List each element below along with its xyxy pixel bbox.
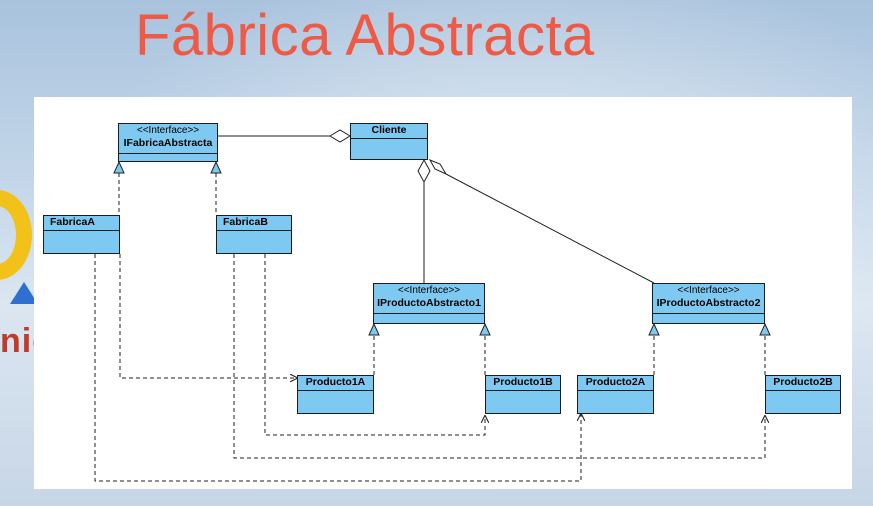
class-name: Cliente xyxy=(371,124,407,136)
class-producto2A[interactable]: Producto2A xyxy=(577,375,654,414)
class-name: Producto2A xyxy=(585,376,646,388)
aggregation-cliente-iproducto1 xyxy=(417,158,431,283)
aggregation-cliente-ifabrica xyxy=(218,129,351,143)
class-name: FabricaB xyxy=(223,216,268,228)
class-producto1B[interactable]: Producto1B xyxy=(485,375,561,414)
realization-fabricaA xyxy=(113,160,125,215)
class-name: IProductoAbstracto2 xyxy=(656,297,761,309)
stereotype-label: <<Interface>> xyxy=(397,285,461,296)
dependency-fabricaA-producto2A xyxy=(94,254,581,482)
stereotype-label: <<Interface>> xyxy=(136,125,200,136)
dependency-fabricaB-producto2B xyxy=(233,254,765,459)
realization-producto2A xyxy=(648,322,660,375)
realization-producto2B xyxy=(759,322,771,375)
class-name: Producto1B xyxy=(493,376,553,388)
realization-fabricaB xyxy=(210,160,222,215)
class-name: IProductoAbstracto1 xyxy=(377,297,481,309)
relationship-lines xyxy=(94,129,771,482)
class-producto1A[interactable]: Producto1A xyxy=(297,375,374,414)
aggregation-cliente-iproducto2 xyxy=(428,159,655,284)
stereotype-label: <<Interface>> xyxy=(677,285,740,296)
dependency-fabricaA-producto1A xyxy=(119,254,297,378)
class-fabricaB[interactable]: FabricaB xyxy=(216,215,292,254)
class-fabricaA[interactable]: FabricaA xyxy=(43,215,120,254)
dependency-fabricaB-producto1B xyxy=(264,254,485,436)
class-iproducto-abstracto1[interactable]: <<Interface>> IProductoAbstracto1 xyxy=(373,283,485,324)
class-name: Producto2B xyxy=(773,376,833,388)
realization-producto1B xyxy=(479,322,491,375)
class-ifabrica-abstracta[interactable]: <<Interface>> IFabricaAbstracta xyxy=(118,123,218,162)
realization-producto1A xyxy=(368,322,380,375)
logo-triangle-icon xyxy=(10,282,38,304)
class-name: FabricaA xyxy=(50,216,95,228)
class-name: Producto1A xyxy=(305,376,366,388)
class-name: IFabricaAbstracta xyxy=(123,137,213,149)
slide-title: Fábrica Abstracta xyxy=(135,3,595,68)
class-cliente[interactable]: Cliente xyxy=(350,123,428,160)
uml-diagram-canvas: <<Interface>> IFabricaAbstracta Cliente … xyxy=(34,97,852,489)
class-producto2B[interactable]: Producto2B xyxy=(765,375,841,414)
class-iproducto-abstracto2[interactable]: <<Interface>> IProductoAbstracto2 xyxy=(652,283,765,324)
